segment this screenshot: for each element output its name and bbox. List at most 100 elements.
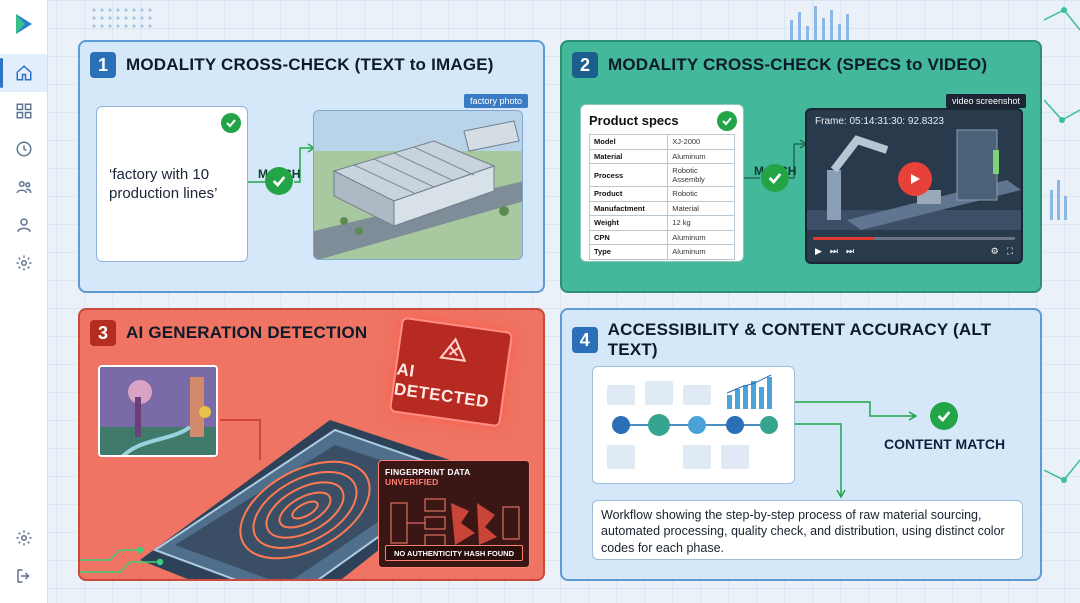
spec-key: Material (588, 148, 669, 164)
decorative-network (1044, 7, 1080, 483)
check-icon (717, 111, 737, 131)
sidebar-item-home[interactable] (0, 54, 47, 92)
clock-icon (15, 140, 33, 158)
video-player[interactable]: Frame: 05:14:31:30: 92.8323 ▶ ⏭ ⏭ ⚙ ⛶ (805, 108, 1023, 264)
panel-number: 2 (572, 52, 598, 78)
panel-number: 1 (90, 52, 116, 78)
spec-key: Manufactment (588, 200, 669, 216)
grid-icon (15, 102, 33, 120)
video-progress-bar[interactable] (813, 237, 1015, 240)
panel-header: 4 ACCESSIBILITY & CONTENT ACCURACY (ALT … (572, 320, 1040, 360)
panel-alt-text: 4 ACCESSIBILITY & CONTENT ACCURACY (ALT … (560, 308, 1042, 581)
match-indicator: MATCH (258, 167, 300, 195)
prompt-text: ‘factory with 10 production lines’ (109, 165, 218, 203)
panel-title: AI GENERATION DETECTION (126, 323, 368, 342)
spec-key: CPN (588, 229, 669, 245)
generated-image-thumbnail[interactable] (98, 365, 218, 457)
spec-value: Material (667, 200, 735, 216)
users-icon (15, 178, 33, 196)
check-icon (265, 167, 294, 195)
play-button[interactable] (898, 162, 932, 196)
fantasy-scene (100, 367, 216, 455)
factory-photo[interactable] (313, 110, 523, 260)
connector-arrow (248, 143, 314, 183)
panel-header: 2 MODALITY CROSS-CHECK (SPECS to VIDEO) (572, 52, 987, 78)
sidebar-item-settings[interactable] (0, 244, 47, 282)
spec-value: Aluminum (667, 148, 735, 164)
spec-value: Aluminum (667, 229, 735, 245)
warning-icon (439, 337, 467, 363)
ai-detected-badge: AI DETECTED (388, 316, 514, 428)
sidebar-item-history[interactable] (0, 130, 47, 168)
sidebar-item-profile[interactable] (0, 206, 47, 244)
check-icon (221, 113, 241, 133)
panel-header: 1 MODALITY CROSS-CHECK (TEXT to IMAGE) (90, 52, 494, 78)
sidebar (0, 0, 48, 603)
sidebar-bottom (0, 519, 47, 595)
spec-value: Aluminum (667, 244, 735, 260)
fingerprint-status: FINGERPRINT DATA UNVERIFIED (385, 467, 471, 487)
gear-icon (15, 254, 33, 272)
panel-title: ACCESSIBILITY & CONTENT ACCURACY (ALT TE… (607, 320, 992, 359)
panel-title: MODALITY CROSS-CHECK (TEXT to IMAGE) (126, 55, 494, 74)
fingerprint-data-panel: FINGERPRINT DATA UNVERIFIED NO AUTHENTIC… (378, 460, 530, 568)
logout-icon (15, 567, 33, 585)
spec-key: Type (588, 244, 669, 260)
gear-icon (15, 529, 33, 547)
sidebar-nav (0, 54, 47, 282)
spec-value: Robotic (667, 186, 735, 202)
specs-title: Product specs (589, 113, 679, 128)
panel-text-to-image: 1 MODALITY CROSS-CHECK (TEXT to IMAGE) ‘… (78, 40, 545, 293)
panel-header: 3 AI GENERATION DETECTION (90, 320, 367, 346)
next-icon[interactable]: ⏭ (846, 245, 855, 256)
spec-key: Process (588, 163, 669, 187)
spec-key: Product (588, 186, 669, 202)
sidebar-item-logout[interactable] (0, 557, 47, 595)
hash-status: NO AUTHENTICITY HASH FOUND (385, 545, 523, 561)
fullscreen-icon[interactable]: ⛶ (1006, 245, 1013, 256)
photo-tag: factory photo (464, 94, 529, 108)
sidebar-item-dashboard[interactable] (0, 92, 47, 130)
sidebar-item-preferences[interactable] (0, 519, 47, 557)
connector-lines (795, 401, 918, 499)
panel-number: 4 (572, 327, 598, 353)
panel-title: MODALITY CROSS-CHECK (SPECS to VIDEO) (608, 55, 988, 74)
spec-key: Weight (588, 215, 669, 231)
frame-readout: Frame: 05:14:31:30: 92.8323 (815, 116, 944, 127)
sidebar-item-team[interactable] (0, 168, 47, 206)
panel-ai-detection: 3 AI GENERATION DETECTION (78, 308, 545, 581)
panel-specs-to-video: 2 MODALITY CROSS-CHECK (SPECS to VIDEO) … (560, 40, 1042, 293)
video-progress-fill (813, 237, 874, 240)
settings-icon[interactable]: ⚙ (990, 245, 999, 256)
spec-value: Robotic Assembly (667, 163, 735, 187)
spec-value: 12 kg (667, 215, 735, 231)
spec-key: Model (588, 134, 669, 150)
skip-icon[interactable]: ⏭ (829, 245, 839, 256)
factory-illustration (314, 111, 522, 259)
app-logo-icon[interactable] (12, 12, 36, 36)
workflow-diagram (593, 367, 794, 483)
connector-arrow (744, 139, 806, 179)
decorative-bars (790, 6, 849, 40)
decorative-dots (92, 8, 152, 28)
user-icon (15, 216, 33, 234)
play-icon (911, 174, 920, 184)
check-icon (761, 164, 790, 192)
broken-chain-diagram (390, 498, 520, 548)
panel-number: 3 (90, 320, 116, 346)
workflow-diagram-image[interactable] (592, 366, 795, 484)
play-icon[interactable]: ▶ (815, 245, 822, 256)
video-tag: video screenshot (946, 94, 1027, 108)
match-indicator: MATCH (754, 164, 796, 192)
alt-text-description: Workflow showing the step-by-step proces… (592, 500, 1023, 560)
